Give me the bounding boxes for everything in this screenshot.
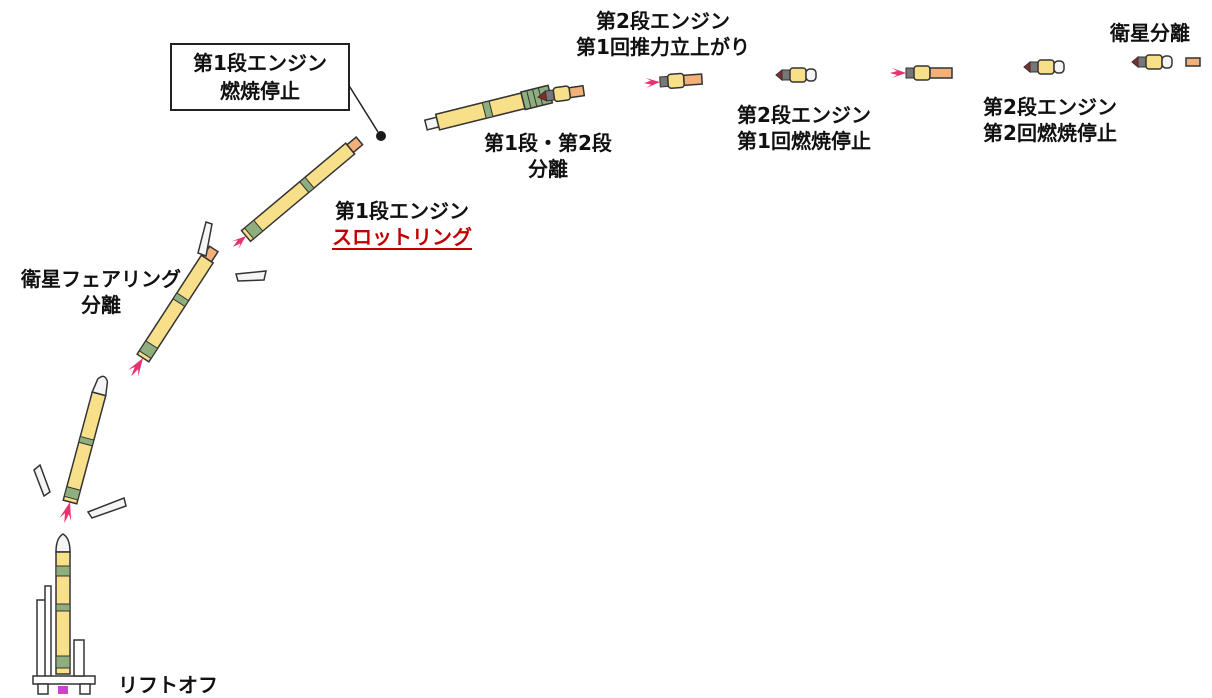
- label-seco2: 第2段エンジン 第2回燃焼停止: [962, 94, 1138, 146]
- first-stage-separated: [423, 84, 554, 131]
- label-second-ignition-line2: 第1回推力立上がり: [576, 35, 750, 59]
- satellite-separation: [1131, 54, 1201, 70]
- label-fairing-separation-line1: 衛星フェアリング: [21, 267, 181, 291]
- label-stage-separation: 第1段・第2段 分離: [466, 130, 630, 182]
- label-seco2-line2: 第2回燃焼停止: [983, 121, 1117, 145]
- label-seco1-line1: 第2段エンジン: [737, 103, 871, 127]
- second-stage-reignition: [890, 65, 953, 81]
- second-stage-1: [537, 84, 586, 103]
- label-fairing-separation: 衛星フェアリング 分離: [6, 266, 196, 318]
- second-stage-ignition: [644, 72, 704, 89]
- label-stage-separation-line1: 第1段・第2段: [484, 131, 612, 155]
- label-satellite-separation: 衛星分離: [1110, 21, 1190, 45]
- rocket-throttling: [232, 135, 364, 249]
- second-stage-seco2: [1023, 59, 1065, 75]
- label-meco-line2: 燃焼停止: [220, 79, 300, 103]
- label-liftoff: リフトオフ: [118, 673, 218, 697]
- meco-point: [376, 131, 386, 141]
- label-stage-separation-line2: 分離: [528, 157, 568, 181]
- label-meco-line1: 第1段エンジン: [193, 51, 327, 75]
- fairing-halves: [197, 221, 267, 282]
- label-second-ignition: 第2段エンジン 第1回推力立上がり: [556, 8, 770, 60]
- label-throttling-emphasis: スロットリング: [332, 225, 472, 249]
- label-meco-box: 第1段エンジン 燃焼停止: [170, 43, 350, 111]
- label-second-ignition-line1: 第2段エンジン: [596, 9, 730, 33]
- label-seco2-line1: 第2段エンジン: [983, 95, 1117, 119]
- rocket-ascent-1: [59, 375, 109, 524]
- meco-leader-line: [347, 83, 379, 133]
- label-throttling-line1: 第1段エンジン: [335, 199, 469, 223]
- label-throttling: 第1段エンジン スロットリング: [318, 198, 486, 250]
- second-stage-seco1: [775, 67, 817, 83]
- label-seco1-line2: 第1回燃焼停止: [737, 129, 871, 153]
- label-seco1: 第2段エンジン 第1回燃焼停止: [716, 102, 892, 154]
- rocket-liftoff: [55, 533, 71, 675]
- launch-pad: [32, 585, 96, 695]
- label-fairing-separation-line2: 分離: [81, 293, 121, 317]
- srb-debris: [33, 463, 127, 519]
